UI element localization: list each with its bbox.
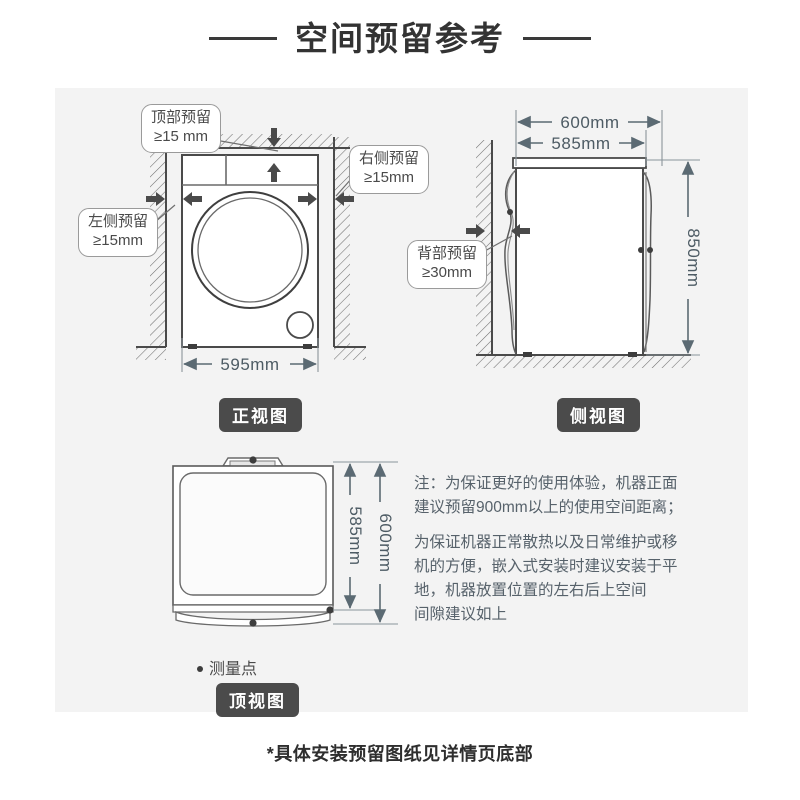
title-rule-right (523, 37, 591, 40)
callout-back-line1: 背部预留 (417, 245, 478, 262)
page-title: 空间预留参考 (0, 22, 800, 55)
badge-top-view: 顶视图 (216, 683, 299, 717)
legend-measurement-point: 测量点 (197, 655, 257, 679)
page-title-text: 空间预留参考 (295, 20, 505, 57)
callout-top-line1: 顶部预留 (151, 109, 212, 126)
callout-right-clearance: 右侧预留 ≥15mm (349, 145, 430, 194)
top-inner-dim: 585mm (346, 506, 365, 565)
callout-left-line1: 左侧预留 (88, 213, 149, 230)
callout-left-line2: ≥15mm (93, 231, 143, 249)
callout-top-line2: ≥15 mm (153, 127, 209, 145)
callout-top-clearance: 顶部预留 ≥15 mm (141, 104, 222, 153)
badge-front-view: 正视图 (219, 398, 302, 432)
front-view-drawing: 595mm (136, 128, 366, 375)
top-view-drawing: 585mm 600mm (172, 456, 398, 627)
legend-label: 测量点 (209, 661, 258, 678)
callout-back-clearance: 背部预留 ≥30mm (407, 240, 488, 289)
title-rule-left (209, 37, 277, 40)
side-depth-inner-dim: 585mm (551, 134, 610, 153)
note-paragraph-2: 为保证机器正常散热以及日常维护或移 机的方便，嵌入式安装时建议安装于平 地，机器… (414, 534, 678, 624)
measurement-point-dot-icon (197, 665, 203, 672)
footer-note: *具体安装预留图纸见详情页底部 (266, 744, 534, 764)
side-view-drawing: 600mm 585mm 850mm (466, 110, 703, 368)
badge-side-view: 侧视图 (557, 398, 640, 432)
callout-left-clearance: 左侧预留 ≥15mm (78, 208, 159, 257)
note-paragraph-1: 注：为保证更好的使用体验，机器正面 建议预留900mm以上的使用空间距离； (414, 475, 683, 517)
top-outer-dim: 600mm (376, 513, 395, 572)
callout-right-line2: ≥15mm (364, 168, 414, 186)
side-height-dim: 850mm (684, 228, 703, 287)
front-width-dim: 595mm (220, 355, 279, 374)
side-depth-outer-dim: 600mm (560, 113, 619, 132)
callout-back-line2: ≥30mm (422, 263, 472, 281)
callout-right-line1: 右侧预留 (359, 150, 420, 167)
